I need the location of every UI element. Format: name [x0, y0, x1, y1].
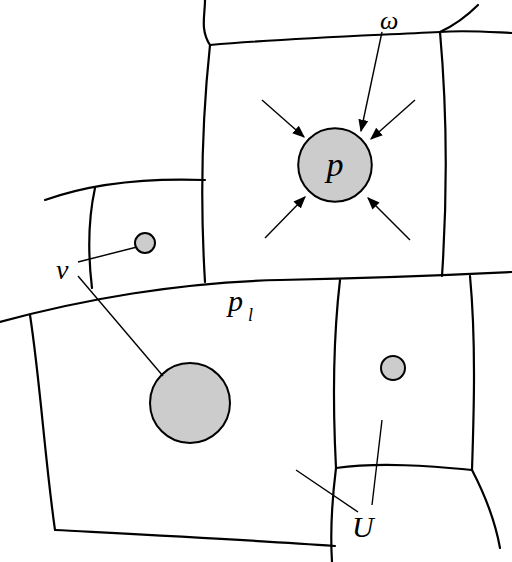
grain-symbol: U — [352, 512, 374, 542]
grain-boundary — [440, 31, 512, 33]
grain-boundary — [210, 32, 440, 45]
flux-arrow — [371, 100, 415, 139]
grain-boundary — [440, 5, 478, 32]
leader-line — [372, 420, 382, 505]
pressure-symbol: p — [228, 286, 243, 316]
pore-label: p — [327, 148, 344, 182]
grain-boundary — [0, 272, 512, 322]
flux-arrow — [368, 198, 410, 240]
leader-line — [78, 247, 137, 262]
circle-shape — [298, 128, 372, 202]
pore-circle — [135, 233, 155, 253]
flux-arrow — [265, 197, 305, 238]
grain-boundary — [45, 180, 205, 200]
pore-circle: p — [297, 127, 373, 203]
grain-boundary — [331, 468, 336, 562]
leader-line — [296, 470, 358, 512]
subscript: l — [248, 306, 253, 324]
grain-boundary — [440, 32, 446, 276]
flux-symbol: ω — [380, 8, 398, 34]
grain-boundary — [55, 530, 335, 546]
grain-boundary — [202, 45, 210, 282]
grain-boundary — [472, 470, 500, 548]
grain-boundary — [204, 0, 210, 45]
grain-boundary — [89, 188, 95, 288]
pore-symbol: ν — [56, 256, 68, 284]
leader-line — [78, 276, 163, 376]
grain-boundary — [336, 465, 472, 470]
flux-arrow — [262, 100, 304, 137]
grain-boundary — [30, 315, 55, 530]
pore-circle — [381, 356, 405, 380]
flux-arrow — [361, 32, 382, 131]
grain-boundary — [334, 280, 340, 468]
grain-boundary — [470, 276, 474, 470]
